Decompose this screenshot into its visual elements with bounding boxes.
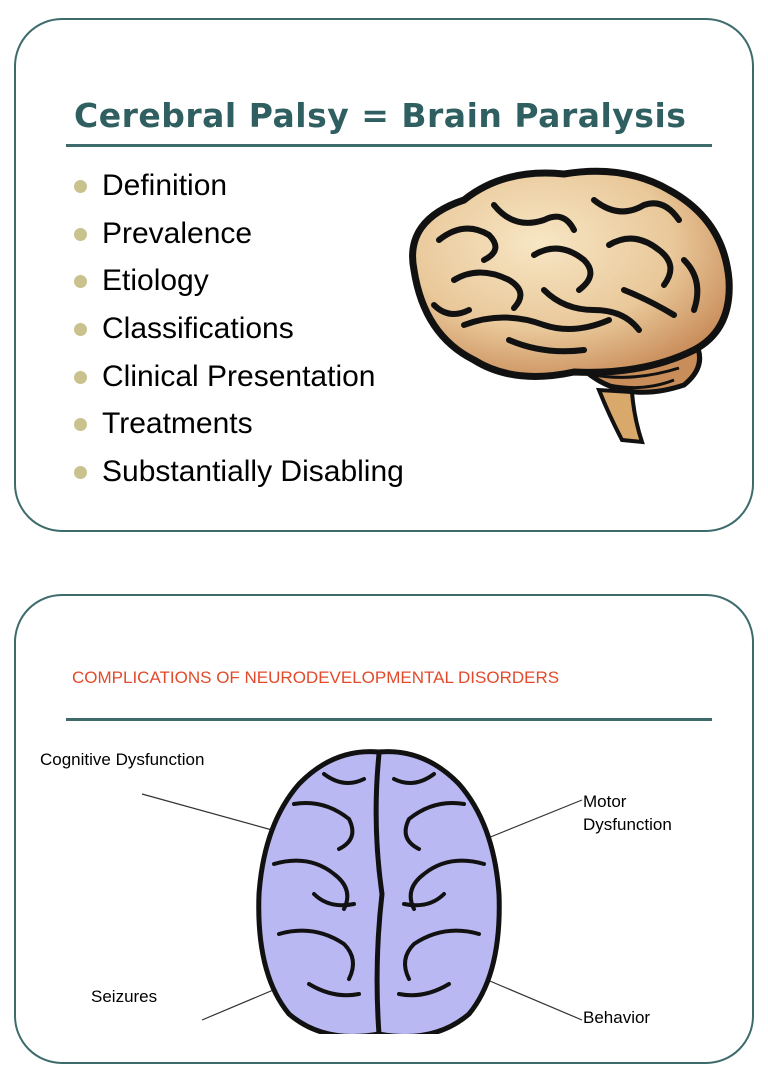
bullet-item: Treatments xyxy=(74,404,404,452)
bullet-item: Prevalence xyxy=(74,214,404,262)
title-divider xyxy=(66,144,712,147)
slide-title: COMPLICATIONS OF NEURODEVELOPMENTAL DISO… xyxy=(72,668,560,687)
label-motor: Motor xyxy=(583,792,627,811)
bullet-item: Etiology xyxy=(74,261,404,309)
slide-cerebral-palsy: Cerebral Palsy = Brain Paralysis Definit… xyxy=(14,18,754,532)
bullet-dot-icon xyxy=(74,275,87,289)
bullet-dot-icon xyxy=(74,370,87,384)
bullet-dot-icon xyxy=(74,466,87,480)
bullet-dot-icon xyxy=(74,418,87,432)
bullet-dot-icon xyxy=(74,180,87,193)
brain-top-view-illustration xyxy=(256,749,502,1034)
bullet-item: Definition xyxy=(74,166,404,214)
label-behavior: Behavior xyxy=(583,1008,651,1027)
label-cognitive-dysfunction: Cognitive Dysfunction xyxy=(40,750,205,769)
brain-side-view-illustration xyxy=(409,167,733,445)
label-seizures: Seizures xyxy=(91,987,158,1006)
slide-title: Cerebral Palsy = Brain Paralysis xyxy=(74,96,687,135)
bullet-list: Definition Prevalence Etiology Classific… xyxy=(74,166,404,500)
label-leader-lines xyxy=(141,793,583,1021)
bullet-dot-icon xyxy=(74,227,87,241)
slide-complications: COMPLICATIONS OF NEURODEVELOPMENTAL DISO… xyxy=(14,594,754,1064)
bullet-item: Clinical Presentation xyxy=(74,357,404,405)
bullet-item: Classifications xyxy=(74,309,404,357)
bullet-item: Substantially Disabling xyxy=(74,452,404,500)
title-divider xyxy=(66,718,712,721)
bullet-dot-icon xyxy=(74,323,87,337)
label-motor-dysfunction: Dysfunction xyxy=(583,815,672,834)
